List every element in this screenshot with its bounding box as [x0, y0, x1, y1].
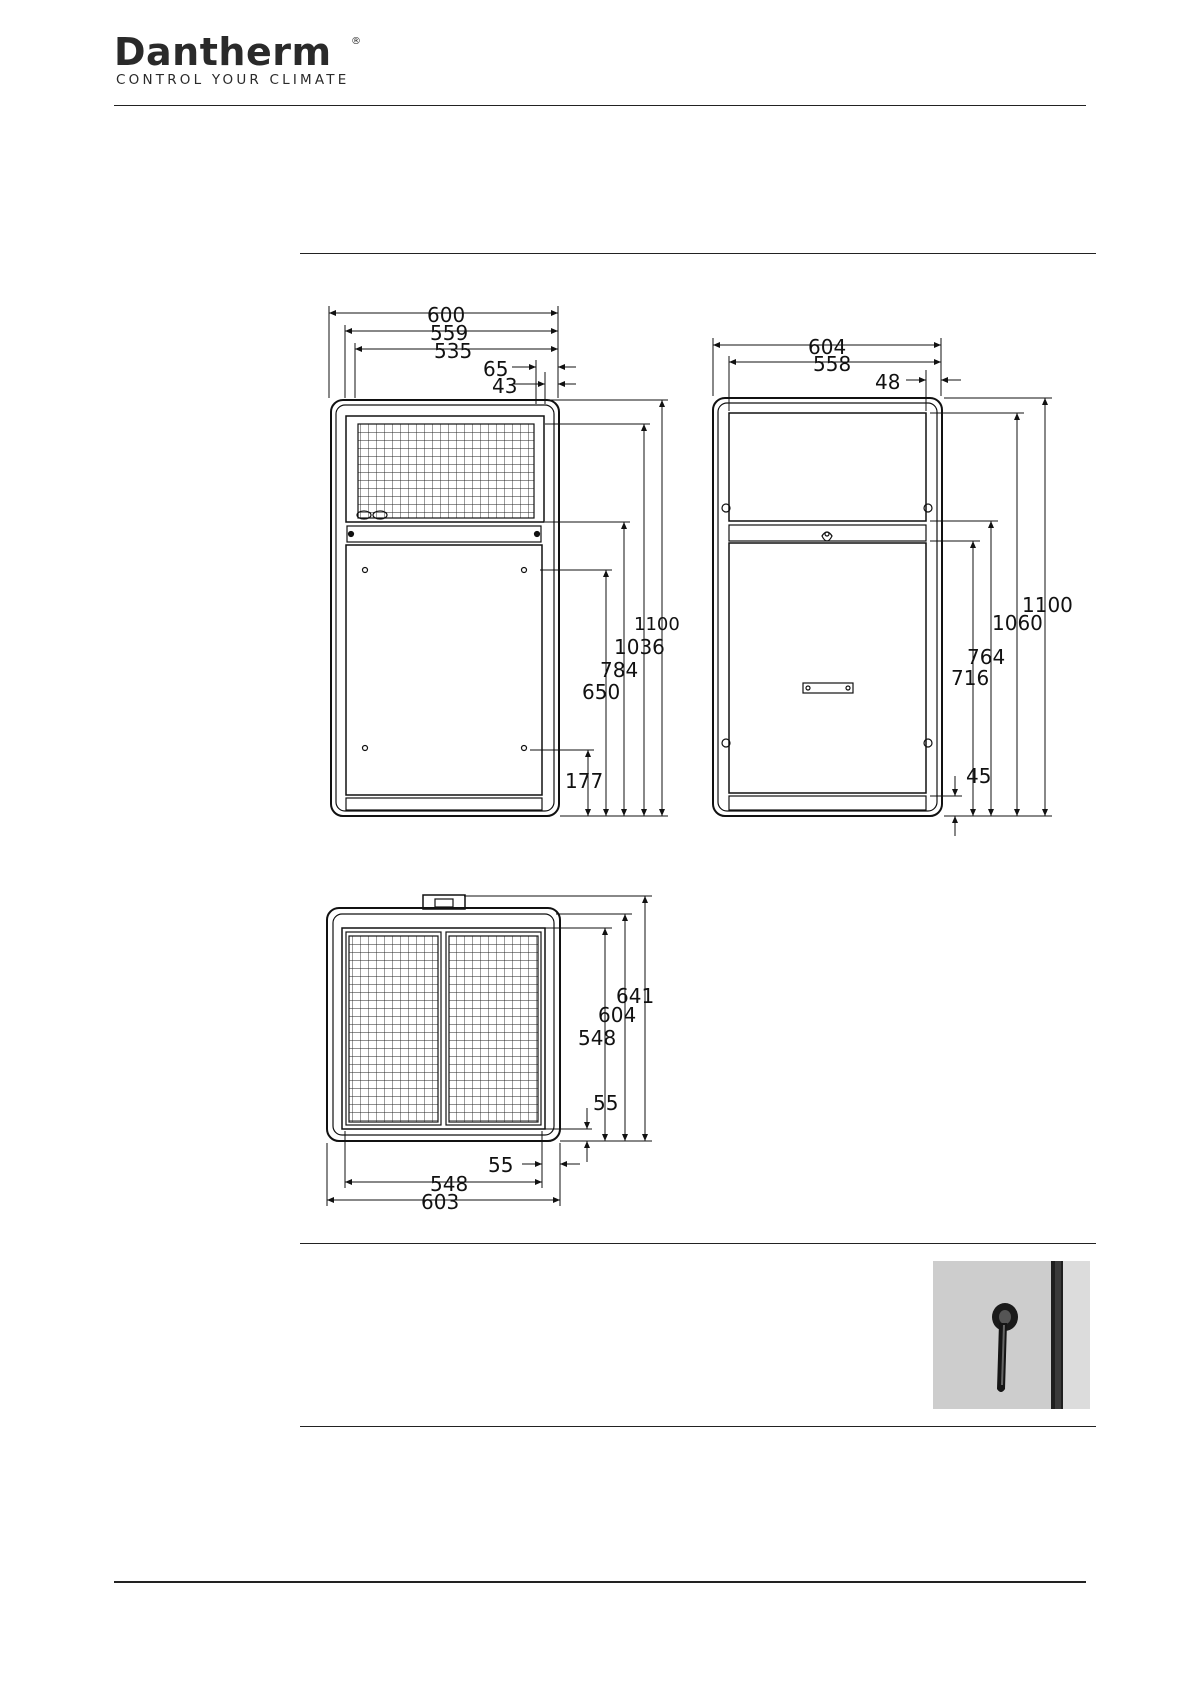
rear-view — [713, 338, 1052, 836]
dim-height-1036: 1036 — [614, 635, 665, 659]
dim-depth-548: 548 — [578, 1026, 616, 1050]
dim-width-603: 603 — [421, 1190, 459, 1214]
dim-height-650: 650 — [582, 680, 620, 704]
dim-offset-55-vertical: 55 — [593, 1091, 618, 1115]
dim-height-177: 177 — [565, 769, 603, 793]
dim-width-535: 535 — [434, 339, 472, 363]
dim-height-45: 45 — [966, 764, 991, 788]
dim-width-558: 558 — [813, 352, 851, 376]
door-lock-image — [933, 1261, 1090, 1409]
dim-height-784: 784 — [600, 658, 638, 682]
dim-offset-55-horizontal: 55 — [488, 1153, 513, 1177]
dim-offset-48: 48 — [875, 370, 900, 394]
dim-height-1100: 1100 — [634, 614, 680, 635]
door-lock-photo — [933, 1261, 1090, 1409]
dim-depth-604: 604 — [598, 1003, 636, 1027]
dim-height-716: 716 — [951, 666, 989, 690]
dim-height-1060: 1060 — [992, 611, 1043, 635]
dim-offset-43: 43 — [492, 374, 517, 398]
